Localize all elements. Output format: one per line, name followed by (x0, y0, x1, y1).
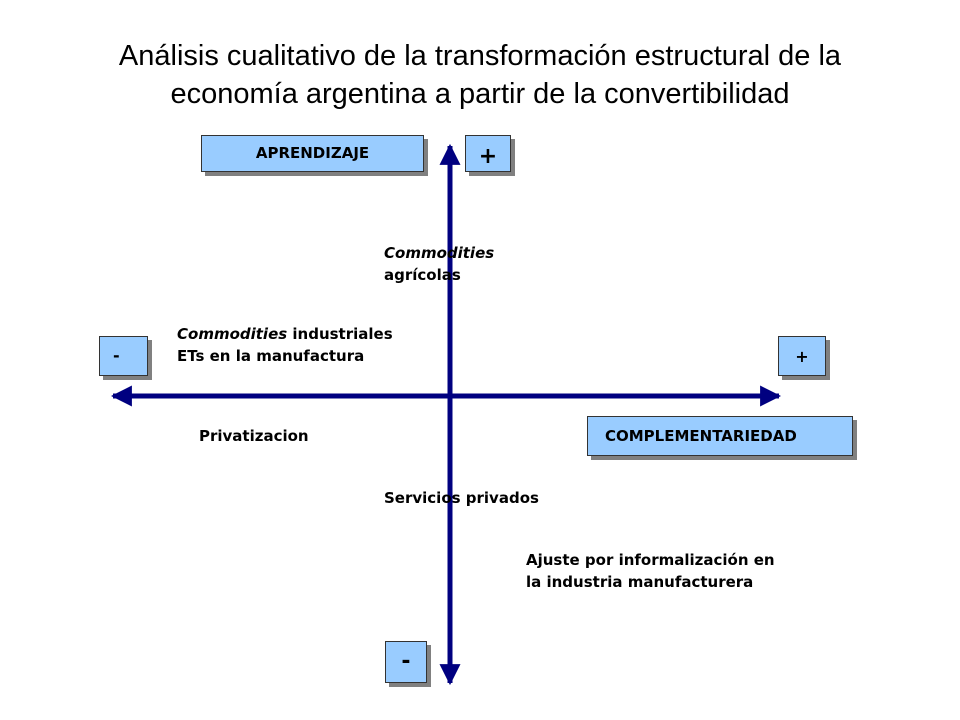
aprendizaje-box: APRENDIZAJE (201, 135, 424, 172)
commodities-agricolas-rest: agrícolas (384, 266, 461, 284)
aprendizaje-box-label: APRENDIZAJE (255, 144, 370, 162)
commodities-agricolas-label: Commodities agrícolas (384, 242, 494, 286)
ajuste-informalizacion-label: Ajuste por informalización en la industr… (526, 549, 775, 593)
privatizacion-label: Privatizacion (199, 427, 309, 445)
horizontal-negative-box: - (99, 336, 148, 376)
commodities-industriales-italic: Commodities (177, 325, 288, 343)
horizontal-positive-box: + (778, 336, 826, 376)
commodities-agricolas-italic: Commodities (384, 244, 495, 262)
servicios-privados-label: Servicios privados (384, 489, 539, 507)
ets-manufactura-label: ETs en la manufactura (177, 347, 365, 365)
vertical-positive-sign: + (478, 144, 498, 169)
ajuste-line-1: Ajuste por informalización en (526, 551, 775, 569)
complementariedad-box: COMPLEMENTARIEDAD (587, 416, 853, 456)
slide-title-line-1: Análisis cualitativo de la transformació… (118, 40, 842, 72)
vertical-negative-box: - (385, 641, 427, 683)
complementariedad-box-label: COMPLEMENTARIEDAD (605, 427, 797, 445)
commodities-industriales-label: Commodities industriales ETs en la manuf… (177, 323, 393, 367)
slide-title-line-2: economía argentina a partir de la conver… (170, 78, 790, 110)
horizontal-positive-sign: + (795, 347, 809, 366)
vertical-negative-sign: - (401, 649, 411, 674)
vertical-positive-box: + (465, 135, 511, 172)
horizontal-negative-sign: - (113, 346, 120, 365)
commodities-industriales-rest: industriales (287, 325, 393, 343)
ajuste-line-2: la industria manufacturera (526, 573, 754, 591)
